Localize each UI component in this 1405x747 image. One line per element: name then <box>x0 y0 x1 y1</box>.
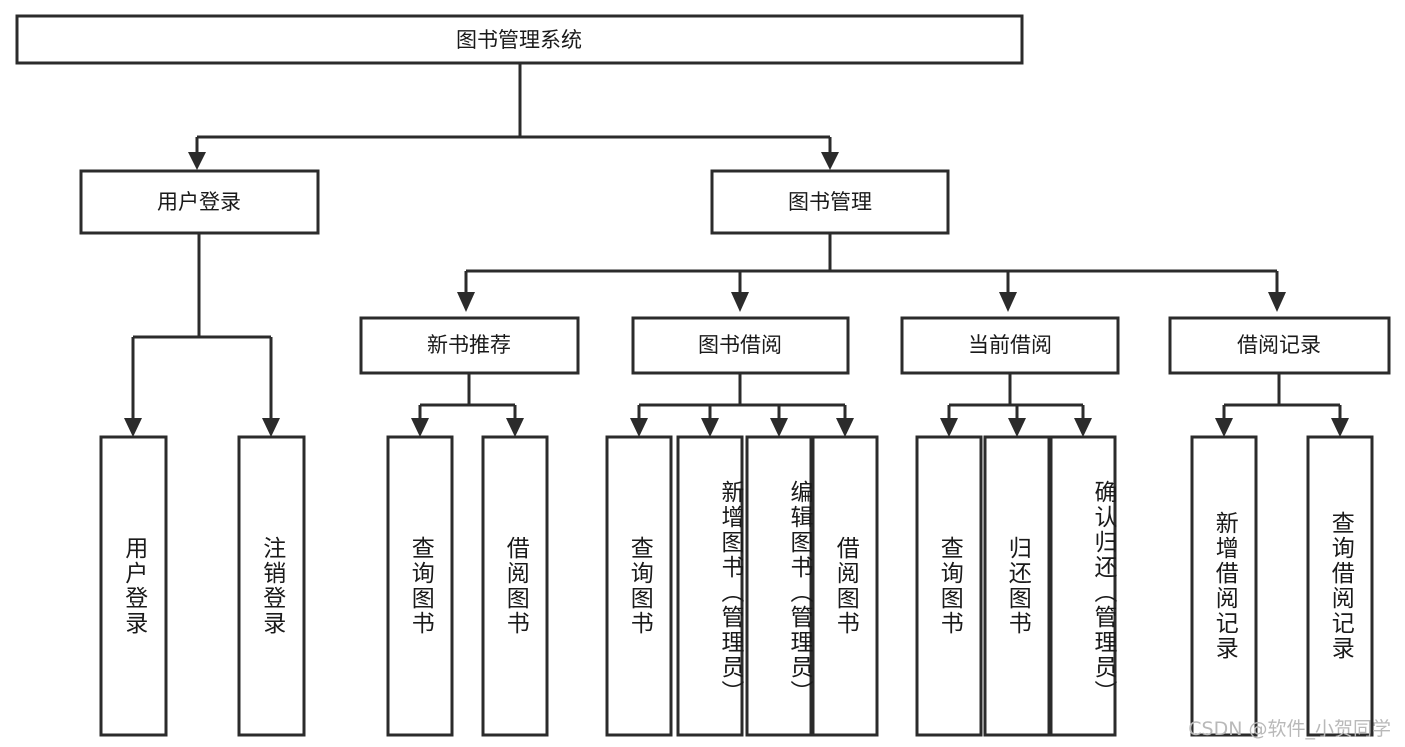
node-book-borrow[interactable]: 图书借阅 <box>631 316 850 375</box>
leaf-boxes-root <box>99 435 1374 737</box>
node-leaf-borrow-book-1[interactable] <box>481 435 549 737</box>
node-leaf-query-book-1[interactable] <box>386 435 454 737</box>
node-book-management[interactable]: 图书管理 <box>710 169 950 235</box>
connector-user-login-to-leaves <box>124 233 280 437</box>
arrow-to-leaf-return-book <box>1008 418 1026 437</box>
arrow-to-leaf-borrow-book-1 <box>506 418 524 437</box>
arrow-to-leaf-query-book-3 <box>940 418 958 437</box>
arrow-to-book-management <box>821 152 839 170</box>
arrow-to-leaf-logout-login <box>262 418 280 437</box>
arrow-to-leaf-query-record <box>1331 418 1349 437</box>
node-user-login-label: 用户登录 <box>157 190 241 214</box>
arrow-to-new-book-recommend <box>457 292 475 312</box>
arrow-to-book-borrow <box>731 292 749 312</box>
arrow-to-leaf-query-book-1 <box>411 418 429 437</box>
node-leaf-add-book[interactable] <box>676 435 744 737</box>
connector-root-to-level1 <box>188 63 839 170</box>
connectors-root <box>124 63 1349 437</box>
arrow-to-leaf-query-book-2 <box>630 418 648 437</box>
node-leaf-query-record[interactable] <box>1306 435 1374 737</box>
node-leaf-return-book[interactable] <box>983 435 1051 737</box>
node-borrow-record-label: 借阅记录 <box>1237 333 1321 357</box>
node-title[interactable]: 图书管理系统 <box>15 14 1024 65</box>
arrow-to-user-login <box>188 152 206 170</box>
arrow-to-current-borrow <box>999 292 1017 312</box>
node-leaf-logout-login[interactable] <box>237 435 306 737</box>
node-current-borrow[interactable]: 当前借阅 <box>900 316 1120 375</box>
node-user-login[interactable]: 用户登录 <box>79 169 320 235</box>
connector-current-borrow-to-leaves <box>940 373 1092 437</box>
connector-book-borrow-to-leaves <box>630 373 854 437</box>
node-leaf-query-book-2[interactable] <box>605 435 673 737</box>
node-new-book-recommend[interactable]: 新书推荐 <box>359 316 580 375</box>
node-borrow-record[interactable]: 借阅记录 <box>1168 316 1391 375</box>
node-new-book-recommend-label: 新书推荐 <box>427 333 511 357</box>
node-book-borrow-label: 图书借阅 <box>698 333 782 357</box>
arrow-to-leaf-user-login <box>124 418 142 437</box>
arrow-to-leaf-add-record <box>1215 418 1233 437</box>
node-title-label: 图书管理系统 <box>456 28 582 52</box>
node-leaf-edit-book[interactable] <box>745 435 813 737</box>
connector-book-management-to-level2 <box>457 233 1286 312</box>
node-book-management-label: 图书管理 <box>788 190 872 214</box>
node-leaf-query-book-3[interactable] <box>915 435 983 737</box>
arrow-to-leaf-borrow-book-2 <box>836 418 854 437</box>
arrow-to-leaf-confirm-return <box>1074 418 1092 437</box>
node-leaf-add-record[interactable] <box>1190 435 1258 737</box>
csdn-watermark: CSDN @软件_小贺同学 <box>1188 718 1391 740</box>
arrow-to-leaf-edit-book <box>770 418 788 437</box>
node-leaf-user-login[interactable] <box>99 435 168 737</box>
connector-new-book-recommend-to-leaves <box>411 373 524 437</box>
node-current-borrow-label: 当前借阅 <box>968 333 1052 357</box>
arrow-to-leaf-add-book <box>701 418 719 437</box>
arrow-to-borrow-record <box>1268 292 1286 312</box>
node-leaf-borrow-book-2[interactable] <box>811 435 879 737</box>
node-leaf-confirm-return[interactable] <box>1049 435 1117 737</box>
connector-borrow-record-to-leaves <box>1215 373 1349 437</box>
